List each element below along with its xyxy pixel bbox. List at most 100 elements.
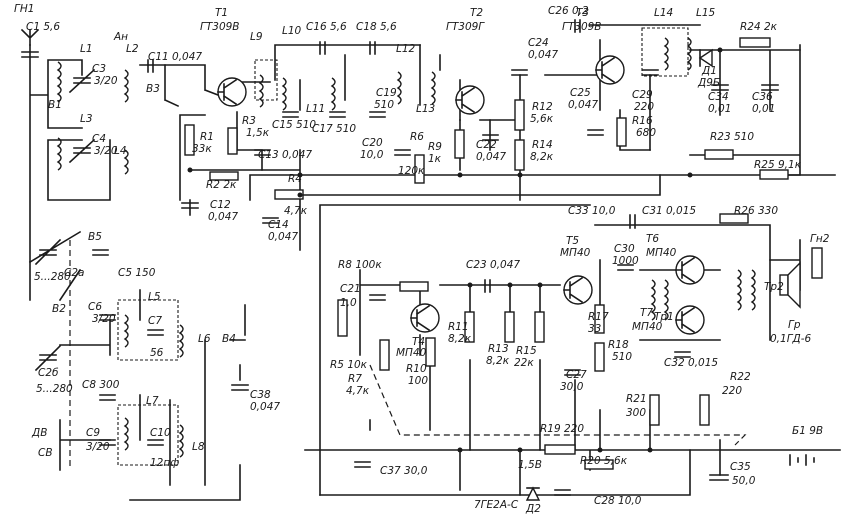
resistor-r1: [184, 124, 195, 156]
battery-b1: [789, 454, 815, 466]
capacitor-c21: [369, 294, 386, 301]
component-label: L5: [148, 291, 161, 303]
component-label: 0,047: [268, 231, 298, 243]
component-label: L7: [146, 395, 159, 407]
component-label: C24: [528, 37, 549, 49]
component-label: R6: [410, 131, 424, 143]
capacitor-c37: [354, 461, 371, 468]
capacitor-c2b: [34, 344, 62, 372]
component-label: R22: [730, 371, 751, 383]
component-label: R8 100к: [338, 259, 382, 271]
component-label: R24 2к: [740, 21, 778, 33]
resistor-r21: [649, 394, 660, 426]
component-label: 0,047: [528, 49, 558, 61]
component-label: C21: [340, 283, 361, 295]
transistor-t3: [595, 55, 625, 85]
transistor-t1: [217, 77, 247, 107]
component-label: T5: [566, 235, 579, 247]
component-label: 8,2к: [448, 333, 472, 345]
transformer-tr1-secondary: [663, 279, 669, 321]
component-label: C18 5,6: [356, 21, 397, 33]
component-label: L6: [198, 333, 211, 345]
component-label: 0,01: [708, 103, 731, 115]
transistor-t5: [563, 275, 593, 305]
component-label: L9: [250, 31, 263, 43]
component-label: C31 0,015: [642, 205, 696, 217]
capacitor-c5: [92, 249, 109, 256]
component-label: 510: [612, 351, 632, 363]
capacitor-c15: [282, 111, 299, 118]
transformer-tr1-primary: [650, 279, 656, 321]
capacitor-c7: [147, 329, 164, 336]
component-label: C23 0,047: [466, 259, 520, 271]
component-label: R20 5,6к: [580, 455, 628, 467]
component-label: C2б: [38, 367, 59, 379]
component-label: 3/20: [92, 313, 116, 325]
component-label: В3: [146, 83, 160, 95]
capacitor-c17: [329, 111, 346, 118]
transistor-t7: [675, 305, 705, 335]
resistor-r16: [616, 117, 627, 147]
misc-parts: [20, 28, 823, 466]
jack-gn2: [811, 247, 823, 279]
component-label: 0,047: [250, 401, 280, 413]
component-label: C30: [614, 243, 635, 255]
component-label: 22к: [514, 357, 534, 369]
component-label: C15 510: [272, 119, 316, 131]
component-label: 8,2к: [486, 355, 510, 367]
capacitors: [21, 19, 779, 496]
component-label: 56: [150, 347, 164, 359]
component-label: 50,0: [732, 475, 756, 487]
resistor-r11: [464, 311, 475, 343]
diodes: [525, 48, 713, 501]
capacitor-c32: [674, 351, 691, 358]
component-label: R18: [608, 339, 629, 351]
component-label: C4: [92, 133, 106, 145]
component-label: Тр2: [764, 281, 784, 293]
resistor-r24: [739, 37, 771, 48]
component-label: R19 220: [540, 423, 584, 435]
component-label: 0,047: [568, 99, 598, 111]
component-label: Д9Б: [697, 77, 720, 89]
component-label: 220: [722, 385, 742, 397]
capacitor-c27: [564, 369, 581, 376]
capacitor-c20: [394, 149, 411, 156]
component-label: ГТ309В: [562, 21, 602, 33]
component-label: ДВ: [31, 427, 47, 439]
component-label: 3/20: [94, 75, 118, 87]
inductors: [56, 27, 756, 466]
component-label: C5 150: [118, 267, 156, 279]
component-label: T1: [215, 7, 228, 19]
inductor-l9: [258, 74, 264, 108]
component-label: 33: [588, 323, 601, 335]
component-label: Д2: [525, 503, 541, 515]
resistor-r23: [704, 149, 734, 160]
component-label: 680: [636, 127, 656, 139]
resistor-r2: [209, 171, 239, 181]
resistor-r18: [594, 342, 605, 372]
component-label: МП40: [396, 347, 427, 359]
component-label: 0,047: [208, 211, 238, 223]
resistor-r7: [379, 339, 390, 371]
capacitor-c38: [231, 384, 249, 391]
capacitor-c6: [99, 314, 116, 321]
inductor-l6: [178, 324, 184, 358]
component-label: C27: [566, 369, 587, 381]
capacitor-c12: [181, 202, 199, 209]
component-label: T3: [576, 7, 589, 19]
component-label: R25 9,1к: [754, 159, 802, 171]
inductor-l2: [123, 69, 129, 103]
component-label: 1,5к: [246, 127, 270, 139]
inductor-l12: [396, 71, 402, 105]
inductor-l8: [178, 424, 184, 458]
component-label: В5: [88, 231, 102, 243]
component-label: 220: [634, 101, 654, 113]
inductor-l5: [123, 314, 129, 348]
capacitor-c23: [484, 279, 491, 293]
capacitor-c30: [617, 264, 634, 271]
capacitor-c28: [554, 489, 571, 496]
capacitor-c1: [21, 51, 39, 58]
component-label: 100: [408, 375, 428, 387]
component-label: C19: [376, 87, 397, 99]
